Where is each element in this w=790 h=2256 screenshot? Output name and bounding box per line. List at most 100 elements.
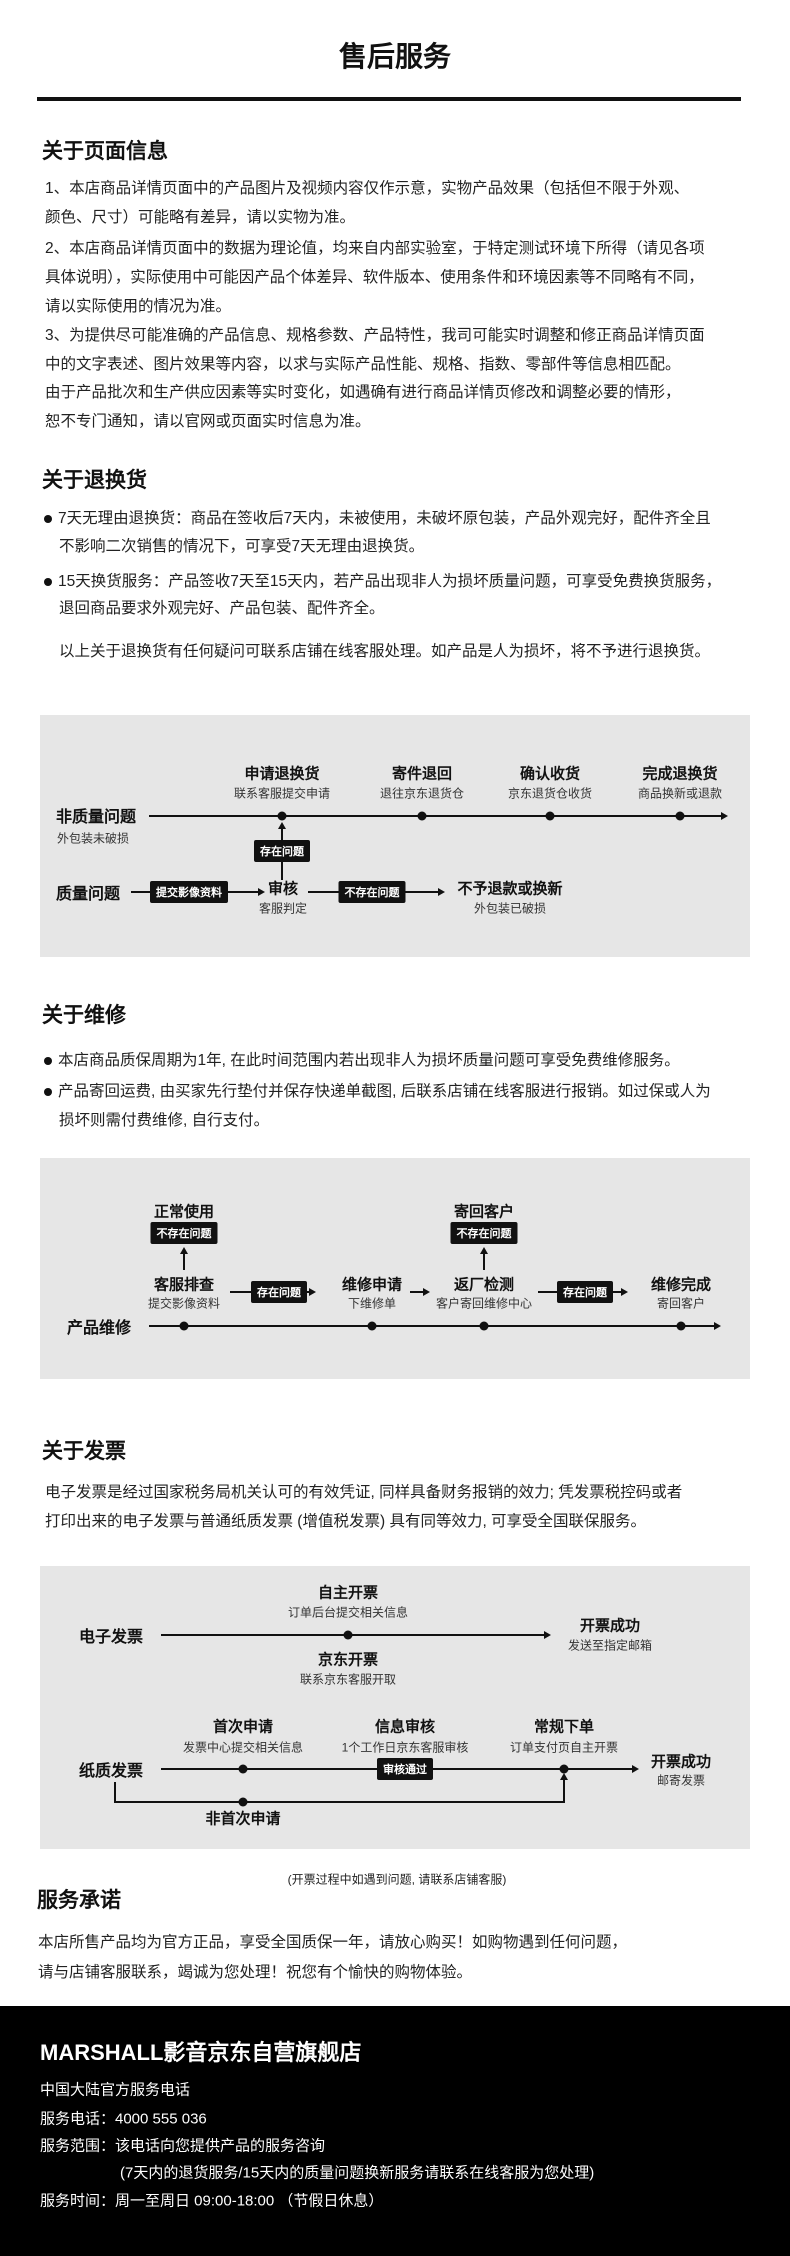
flow-line xyxy=(161,1634,545,1636)
arrow-right-icon xyxy=(258,888,265,896)
step-title: 维修申请 xyxy=(341,1276,403,1294)
row-label-paper-invoice: 纸质发票 xyxy=(79,1763,144,1780)
repair-flow-diagram xyxy=(40,1158,750,1379)
arrow-up-icon xyxy=(180,1247,188,1254)
step-dot xyxy=(545,811,555,821)
invoice-line: 电子发票是经过国家税务局机关认可的有效凭证, 同样具备财务报销的效力; 凭发票税… xyxy=(45,1484,683,1501)
promise-line: 请与店铺客服联系，竭诚为您处理！祝您有个愉快的购物体验。 xyxy=(38,1964,473,1981)
flow-line xyxy=(149,1325,715,1327)
branch-title: 寄回客户 xyxy=(453,1203,515,1221)
arrow-up-icon xyxy=(560,1773,568,1780)
page-info-line: 1、本店商品详情页面中的产品图片及视频内容仅作示意，实物产品效果（包括但不限于外… xyxy=(45,180,690,197)
returns-bullet-cont: 退回商品要求外观完好、产品包装、配件齐全。 xyxy=(59,600,385,617)
badge-exists: 存在问题 xyxy=(254,840,310,862)
service-hours: 服务时间：周一至周日 09:00-18:00 （节假日休息） xyxy=(40,2192,384,2210)
flow-line xyxy=(410,1291,424,1293)
flow-line-vertical xyxy=(183,1252,185,1270)
step-dot xyxy=(179,1321,189,1331)
step-dot xyxy=(238,1764,248,1774)
returns-note: 以上关于退换货有任何疑问可联系店铺在线客服处理。如产品是人为损坏，将不予进行退换… xyxy=(59,643,711,660)
step-sub: 订单支付页自主开票 xyxy=(509,1740,619,1755)
row-sublabel: 外包装未破损 xyxy=(57,831,130,846)
step-title: 京东开票 xyxy=(317,1651,379,1669)
step-sub: 下维修单 xyxy=(347,1296,397,1311)
step-sub: 商品换新或退款 xyxy=(637,786,723,801)
bullet-dot-icon xyxy=(44,1056,52,1065)
page-info-line: 中的文字表述、图片效果等内容，以求与实际产品性能、规格、指数、零部件等信息相匹配… xyxy=(45,356,681,373)
service-scope: 服务范围：该电话向您提供产品的服务咨询 xyxy=(40,2137,326,2155)
badge-submit-images: 提交影像资料 xyxy=(150,881,228,903)
page-info-line: 请以实际使用的情况为准。 xyxy=(45,298,232,315)
flow-line xyxy=(149,815,722,817)
returns-bullet: 15天换货服务：产品签收7天至15天内，若产品出现非人为损坏质量问题，可享受免费… xyxy=(44,569,721,591)
section-heading-returns: 关于退换货 xyxy=(42,469,147,492)
row-label-quality: 质量问题 xyxy=(56,886,121,903)
row-label-e-invoice: 电子发票 xyxy=(79,1629,144,1646)
flow-line-vertical xyxy=(563,1778,565,1803)
section-heading-invoice: 关于发票 xyxy=(42,1440,126,1463)
step-dot xyxy=(479,1321,489,1331)
returns-bullet-cont: 不影响二次销售的情况下，可享受7天无理由退换货。 xyxy=(59,538,425,555)
step-title: 常规下单 xyxy=(533,1718,595,1736)
review-title: 审核 xyxy=(267,880,299,898)
step-sub: 京东退货仓收货 xyxy=(507,786,593,801)
arrow-right-icon xyxy=(621,1288,628,1296)
section-heading-repair: 关于维修 xyxy=(42,1004,126,1027)
bullet-dot-icon xyxy=(44,577,52,586)
step-title: 客服排查 xyxy=(153,1276,215,1294)
end-sub: 发送至指定邮箱 xyxy=(567,1638,653,1653)
alt-path-title: 非首次申请 xyxy=(205,1810,281,1828)
review-sub: 客服判定 xyxy=(258,901,308,916)
bullet-text: 产品寄回运费, 由买家先行垫付并保存快递单截图, 后联系店铺在线客服进行报销。如… xyxy=(58,1083,711,1100)
reject-title: 不予退款或换新 xyxy=(457,880,563,898)
bullet-dot-icon xyxy=(44,1087,52,1096)
end-title: 开票成功 xyxy=(579,1617,641,1635)
page-info-line: 具体说明），实际使用中可能因产品个体差异、软件版本、使用条件和环境因素等不同略有… xyxy=(45,269,704,286)
step-title: 信息审核 xyxy=(374,1718,436,1736)
step-sub: 订单后台提交相关信息 xyxy=(287,1605,409,1620)
reject-sub: 外包装已破损 xyxy=(473,901,547,916)
service-phone: 服务电话：4000 555 036 xyxy=(40,2110,207,2128)
step-title: 申请退换货 xyxy=(244,765,320,783)
step-sub: 1个工作日京东客服审核 xyxy=(341,1740,469,1755)
flow-line-vertical xyxy=(483,1252,485,1270)
flow-line-vertical xyxy=(114,1782,116,1803)
step-dot xyxy=(343,1630,353,1640)
step-sub: 提交影像资料 xyxy=(147,1296,221,1311)
service-scope-note: (7天内的退货服务/15天内的质量问题换新服务请联系在线客服为您处理) xyxy=(120,2164,595,2182)
step-title: 完成退换货 xyxy=(642,765,718,783)
step-dot xyxy=(676,1321,686,1331)
returns-bullet: 7天无理由退换货：商品在签收后7天内，未被使用，未破坏原包装，产品外观完好，配件… xyxy=(44,506,711,528)
page-title: 售后服务 xyxy=(338,41,452,72)
step-dot xyxy=(559,1764,569,1774)
badge-exists: 存在问题 xyxy=(251,1281,307,1303)
repair-bullet: 本店商品质保周期为1年, 在此时间范围内若出现非人为损坏质量问题可享受免费维修服… xyxy=(44,1048,680,1070)
arrow-up-icon xyxy=(480,1247,488,1254)
page-info-line: 2、本店商品详情页面中的数据为理论值，均来自内部实验室，于特定测试环境下所得（请… xyxy=(45,240,705,257)
repair-bullet: 产品寄回运费, 由买家先行垫付并保存快递单截图, 后联系店铺在线客服进行报销。如… xyxy=(44,1079,711,1101)
badge-not-exists: 不存在问题 xyxy=(450,1222,518,1244)
step-title: 返厂检测 xyxy=(453,1276,515,1294)
page-info-line: 由于产品批次和生产供应因素等实时变化，如遇确有进行商品详情页修改和调整必要的情形… xyxy=(45,384,681,401)
flow-line xyxy=(114,1801,565,1803)
bullet-text: 15天换货服务：产品签收7天至15天内，若产品出现非人为损坏质量问题，可享受免费… xyxy=(58,573,722,590)
step-dot xyxy=(238,1797,248,1807)
page-info-line: 恕不专门通知，请以官网或页面实时信息为准。 xyxy=(45,413,371,430)
invoice-line: 打印出来的电子发票与普通纸质发票 (增值税发票) 具有同等效力, 可享受全国联保… xyxy=(45,1513,647,1530)
step-dot xyxy=(417,811,427,821)
arrow-right-icon xyxy=(309,1288,316,1296)
step-dot xyxy=(277,811,287,821)
store-name: MARSHALL影音京东自营旗舰店 xyxy=(40,2040,362,2065)
store-footer: MARSHALL影音京东自营旗舰店 中国大陆官方服务电话 服务电话：4000 5… xyxy=(0,2006,790,2256)
promise-line: 本店所售产品均为官方正品，享受全国质保一年，请放心购买！如购物遇到任何问题， xyxy=(38,1934,628,1951)
step-title: 确认收货 xyxy=(519,765,581,783)
step-title: 首次申请 xyxy=(212,1718,274,1736)
arrow-right-icon xyxy=(544,1631,551,1639)
branch-title: 正常使用 xyxy=(153,1203,215,1221)
arrow-right-icon xyxy=(438,888,445,896)
end-title: 开票成功 xyxy=(650,1753,712,1771)
title-divider xyxy=(37,97,741,101)
page-info-line: 3、为提供尽可能准确的产品信息、规格参数、产品特性，我司可能实时调整和修正商品详… xyxy=(45,327,705,344)
repair-bullet-cont: 损坏则需付费维修, 自行支付。 xyxy=(59,1112,270,1129)
arrow-right-icon xyxy=(632,1765,639,1773)
